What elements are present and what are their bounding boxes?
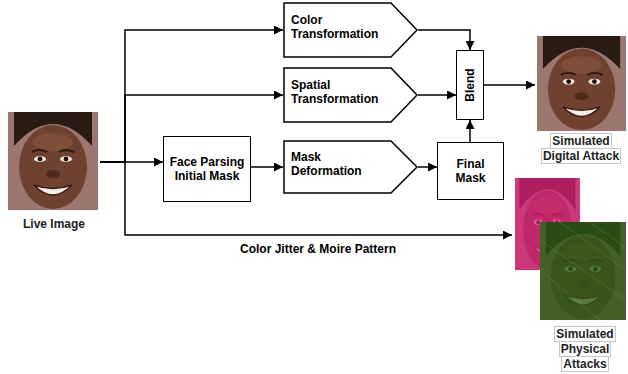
arrow-outline-path (284, 141, 417, 193)
image-node: Simulated Digital Attack (535, 34, 627, 164)
image-node: Simulated Physical Attacks (512, 176, 626, 372)
connector-arrow (418, 166, 437, 168)
connector-arrow (251, 166, 283, 168)
caption-text: Simulated Digital Attack (541, 133, 621, 164)
connector-arrow (469, 120, 471, 142)
arrow-outline-path (284, 3, 417, 57)
caption-block: Simulated Physical Attacks (550, 327, 620, 372)
process-arrow: Spatial Transformation (283, 67, 418, 123)
edge-label: Color Jitter & Moire Pattern (237, 242, 399, 256)
connector-arrow (418, 94, 456, 96)
connector-arrow (484, 84, 535, 86)
node-label: Color Transformation (291, 13, 386, 41)
process-box: Final Mask (437, 142, 504, 200)
arrow-outline-path (284, 68, 417, 122)
green-face (540, 222, 626, 320)
node-label: Mask Deformation (291, 150, 386, 178)
blend-box: Blend (456, 50, 484, 120)
process-arrow: Color Transformation (283, 2, 418, 58)
image-caption: Live Image (8, 217, 100, 232)
caption-block: Simulated Digital Attack (535, 134, 627, 164)
node-label: Spatial Transformation (291, 78, 386, 106)
node-label: Blend (463, 68, 477, 101)
node-label: Face Parsing Initial Mask (167, 155, 247, 183)
image-caption: Simulated Physical Attacks (550, 327, 620, 372)
caption-text: Live Image (8, 217, 100, 232)
connector-arrow (418, 30, 470, 50)
image-node: Live Image (8, 110, 100, 232)
live-face (8, 112, 98, 210)
process-arrow: Mask Deformation (283, 140, 418, 194)
process-box: Face Parsing Initial Mask (163, 136, 251, 202)
digital-face (537, 36, 626, 131)
caption-text: Simulated Physical Attacks (554, 326, 615, 372)
image-caption: Simulated Digital Attack (535, 134, 627, 164)
node-label: Final Mask (441, 157, 500, 185)
